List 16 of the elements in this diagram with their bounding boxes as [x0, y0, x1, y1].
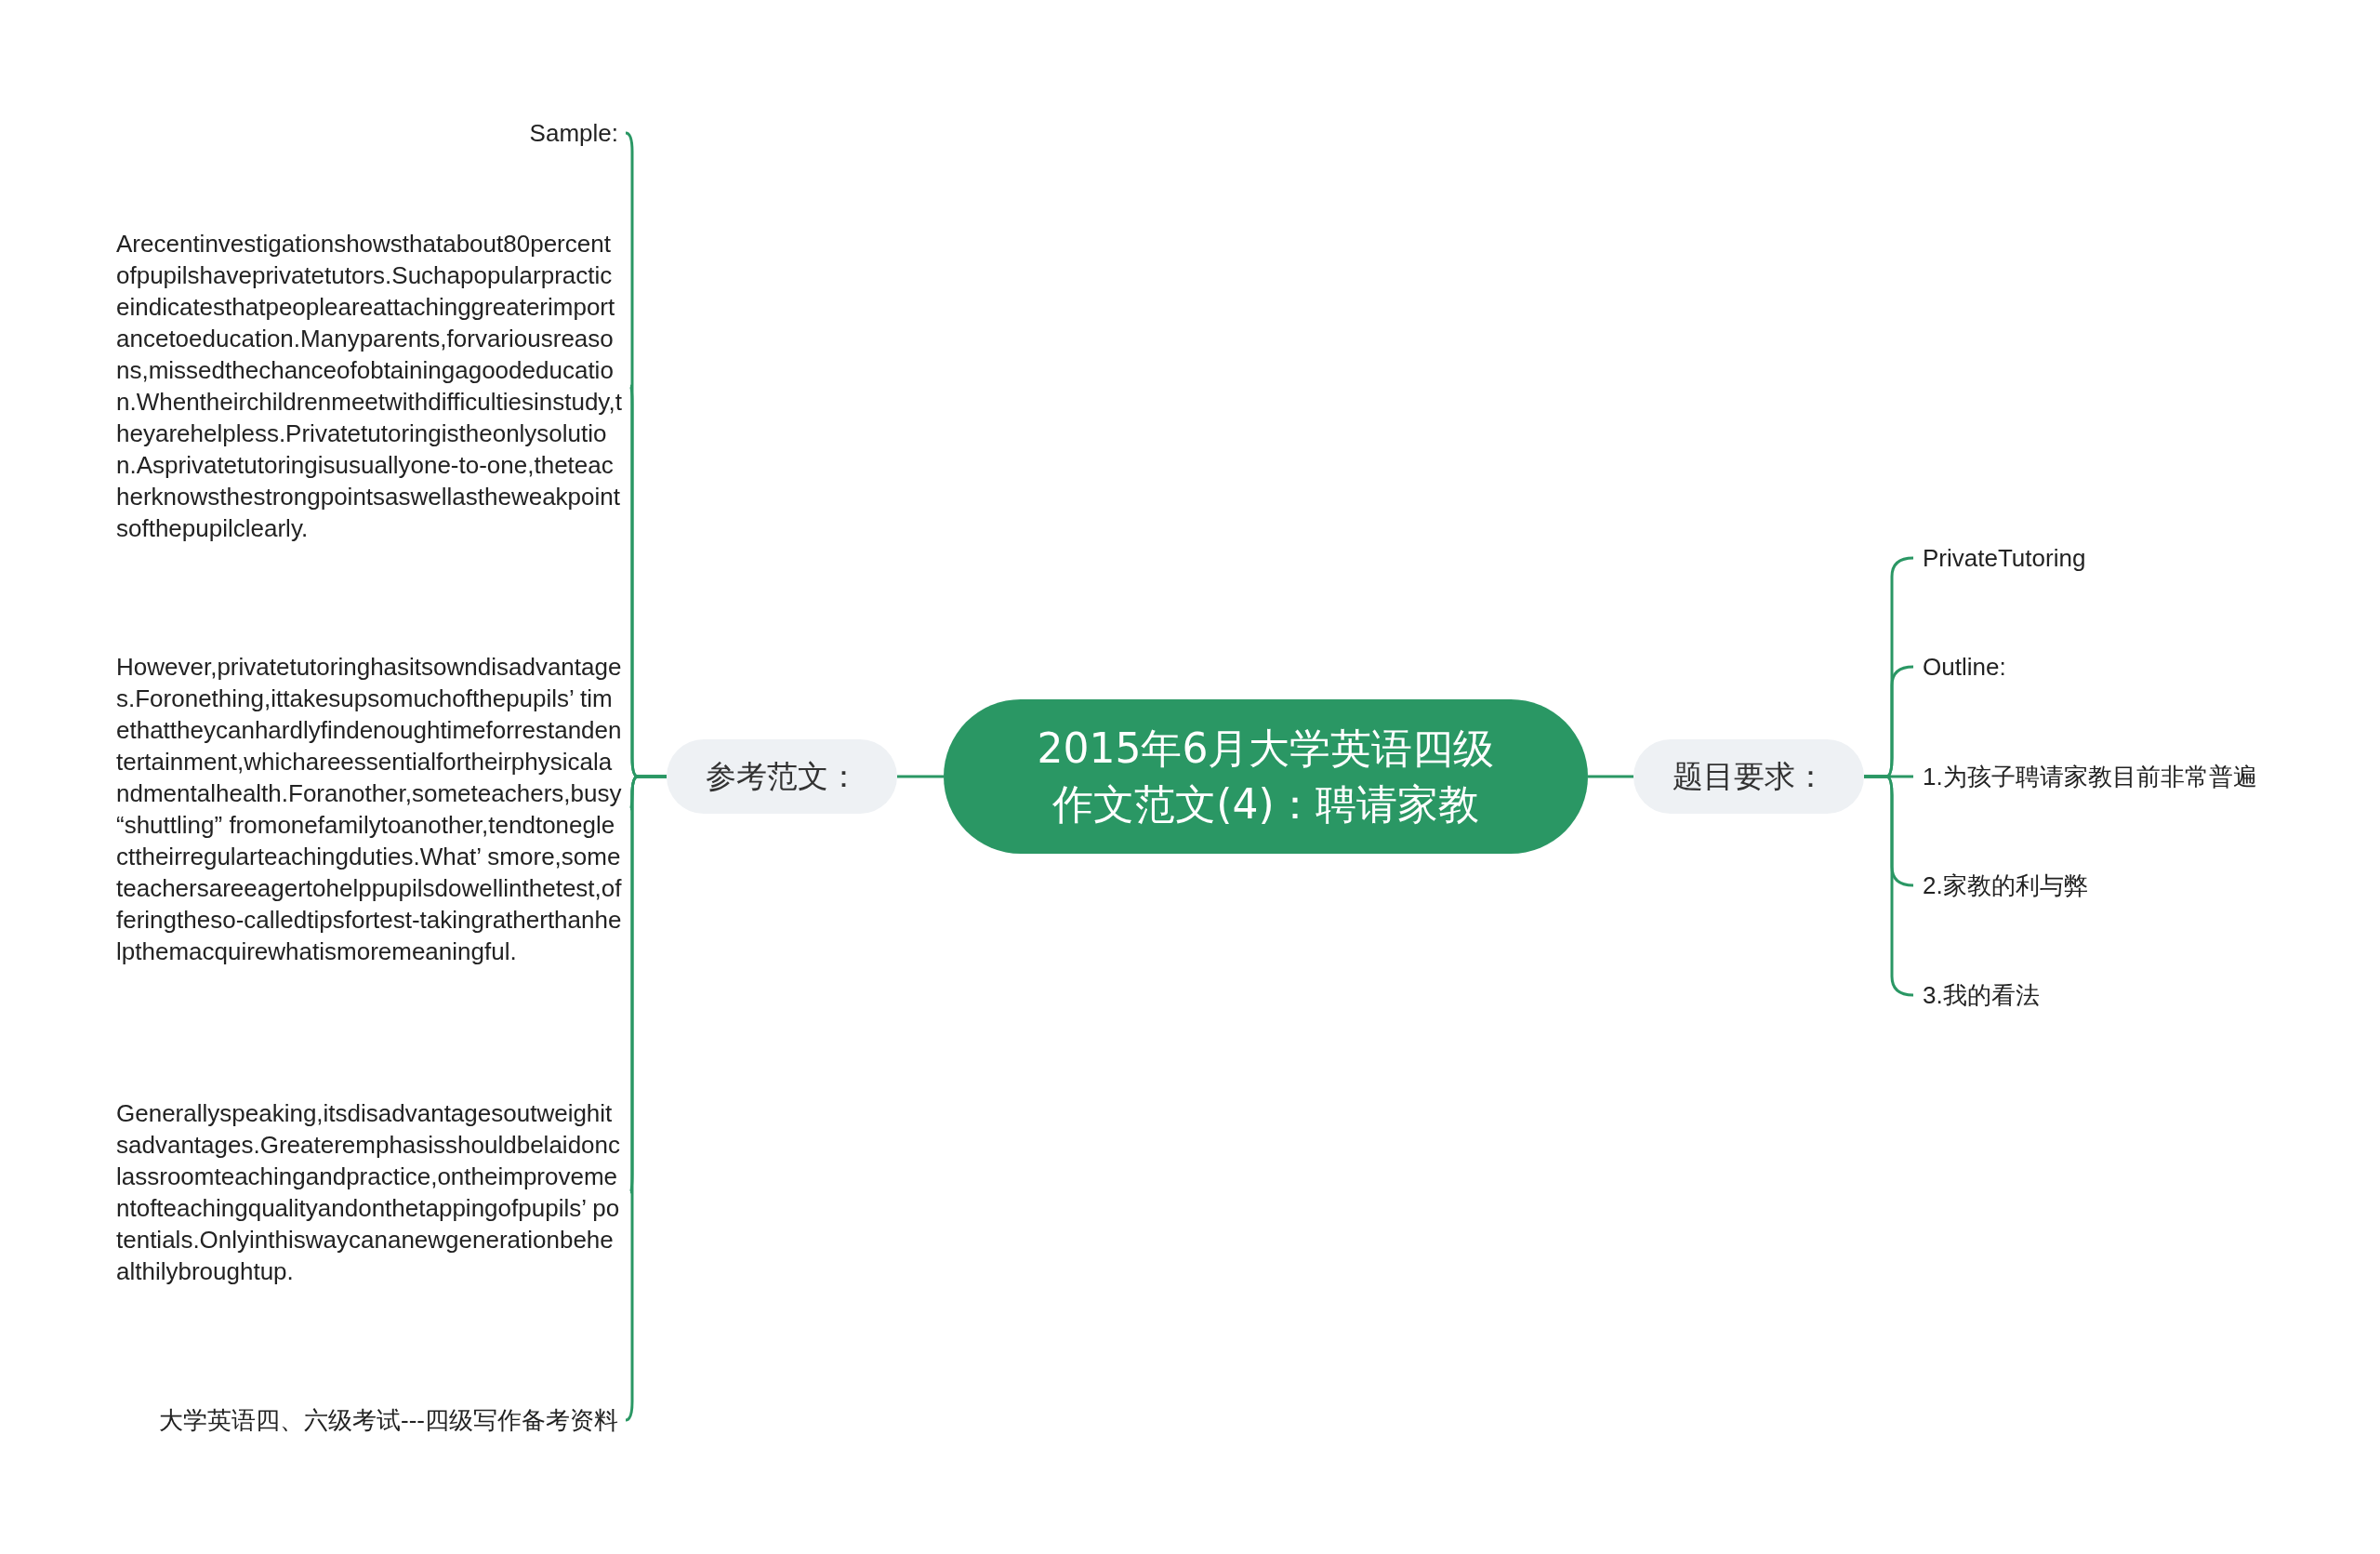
- leaf-text: Sample:: [112, 117, 618, 149]
- leaf-text: 1.为孩子聘请家教目前非常普遍: [1923, 761, 2350, 792]
- leaf-text: 大学英语四、六级考试---四级写作备考资料: [93, 1404, 618, 1436]
- topic-text: 题目要求：: [1672, 756, 1826, 796]
- leaf-text: PrivateTutoring: [1923, 542, 2332, 574]
- topic-text: 参考范文：: [705, 756, 859, 796]
- leaf-text: However,privatetutoringhasitsowndisadvantages.Foronething,ittakesupsomuchofthepupils’ timethattheycanhardlyfindenoughtimeforrestandentertainment,whichareessentialfortheirphysicalandmentalhealth.Foranother,someteachers,busy “shuttling” fromonefamilytoanother,tendtoneglecttheirregularteachingduties.What’ smore,someteachersareeagertohelppupilsdowellinthetest,offeringtheso-calledtipsfortest-takingratherthanhelpthemacquirewhatismoremeaningful.: [116, 651, 623, 967]
- leaf-text: 2.家教的利与弊: [1923, 870, 2332, 901]
- leaf-text: Outline:: [1923, 651, 2332, 683]
- connector-line: [1588, 775, 1633, 778]
- topic-text: 2015年6月大学英语四级作文范文(4)：聘请家教: [1036, 724, 1496, 830]
- leaf-text: 3.我的看法: [1923, 979, 2332, 1011]
- leaf-text: Generallyspeaking,itsdisadvantagesoutweighitsadvantages.Greateremphasisshouldbelaidonclassroomteachingandpractice,ontheimprovementofteachingqualityandonthetappingofpupils’ potentials.Onlyinthiswaycananewgenerationbehealthilybroughtup.: [116, 1097, 623, 1287]
- connector-line: [897, 775, 944, 778]
- connector-line: [624, 775, 667, 1422]
- leaf-text: Arecentinvestigationshowsthatabout80percentofpupilshaveprivatetutors.Suchapopularpracticeindicatesthatpeopleareattachinggreaterimportancetoeducation.Manyparents,forvariousreasons,missedthechanceofobtainingagoodeducation.Whentheirchildrenmeetwithdifficultiesinstudy,theyarehelpless.Privatetutoringistheonlysolution.Asprivatetutoringisusuallyone-to-one,theteacherknowsthestrongpointsaswellastheweakpointsofthepupilclearly.: [116, 228, 623, 544]
